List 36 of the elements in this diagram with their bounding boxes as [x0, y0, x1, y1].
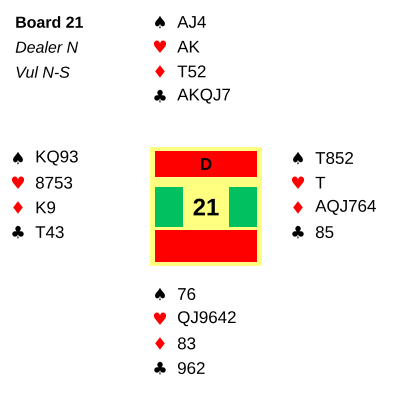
suit-symbol: ♦ — [155, 65, 165, 78]
hand-cards: AK — [177, 40, 200, 53]
suit-symbol: ♥ — [292, 176, 304, 189]
hand-cards: K9 — [36, 201, 56, 214]
board-info: Dealer N — [16, 41, 78, 53]
hand-cards: QJ9642 — [178, 311, 236, 326]
suit-symbol: ♠ — [293, 152, 303, 164]
hand-cards: T852 — [316, 152, 353, 164]
title: Board 21 — [16, 16, 83, 28]
hand-cards: T43 — [36, 226, 64, 238]
suit-symbol: ♥ — [154, 40, 166, 53]
hand-cards: AJ4 — [177, 16, 206, 28]
suit-symbol: ♠ — [155, 288, 165, 300]
suit-symbol: ♣ — [154, 90, 166, 102]
suit-symbol: ♥ — [12, 176, 24, 189]
hand-cards: 76 — [178, 288, 196, 300]
suit-symbol: ♦ — [155, 337, 165, 350]
hand-cards: T52 — [178, 65, 206, 78]
suit-symbol: ♦ — [13, 201, 23, 214]
suit-symbol: ♦ — [293, 201, 303, 214]
hand-cards: 962 — [178, 362, 205, 374]
hand-cards: AKQJ7 — [177, 88, 230, 104]
hand-cards: 85 — [316, 226, 334, 238]
board-box: D 21 — [150, 147, 262, 266]
hand-cards: KQ93 — [36, 150, 78, 166]
suit-symbol: ♠ — [155, 16, 165, 28]
board-info: Vul N-S — [16, 66, 70, 78]
hand-cards: 83 — [178, 337, 196, 350]
hand-cards: AQJ764 — [315, 200, 376, 215]
suit-symbol: ♣ — [154, 362, 166, 374]
hand-cards: T — [316, 176, 326, 189]
hand-cards: 8753 — [36, 176, 72, 189]
suit-symbol: ♥ — [154, 312, 166, 325]
suit-symbol: ♠ — [13, 152, 23, 164]
suit-symbol: ♣ — [12, 226, 24, 238]
suit-symbol: ♣ — [292, 226, 304, 238]
